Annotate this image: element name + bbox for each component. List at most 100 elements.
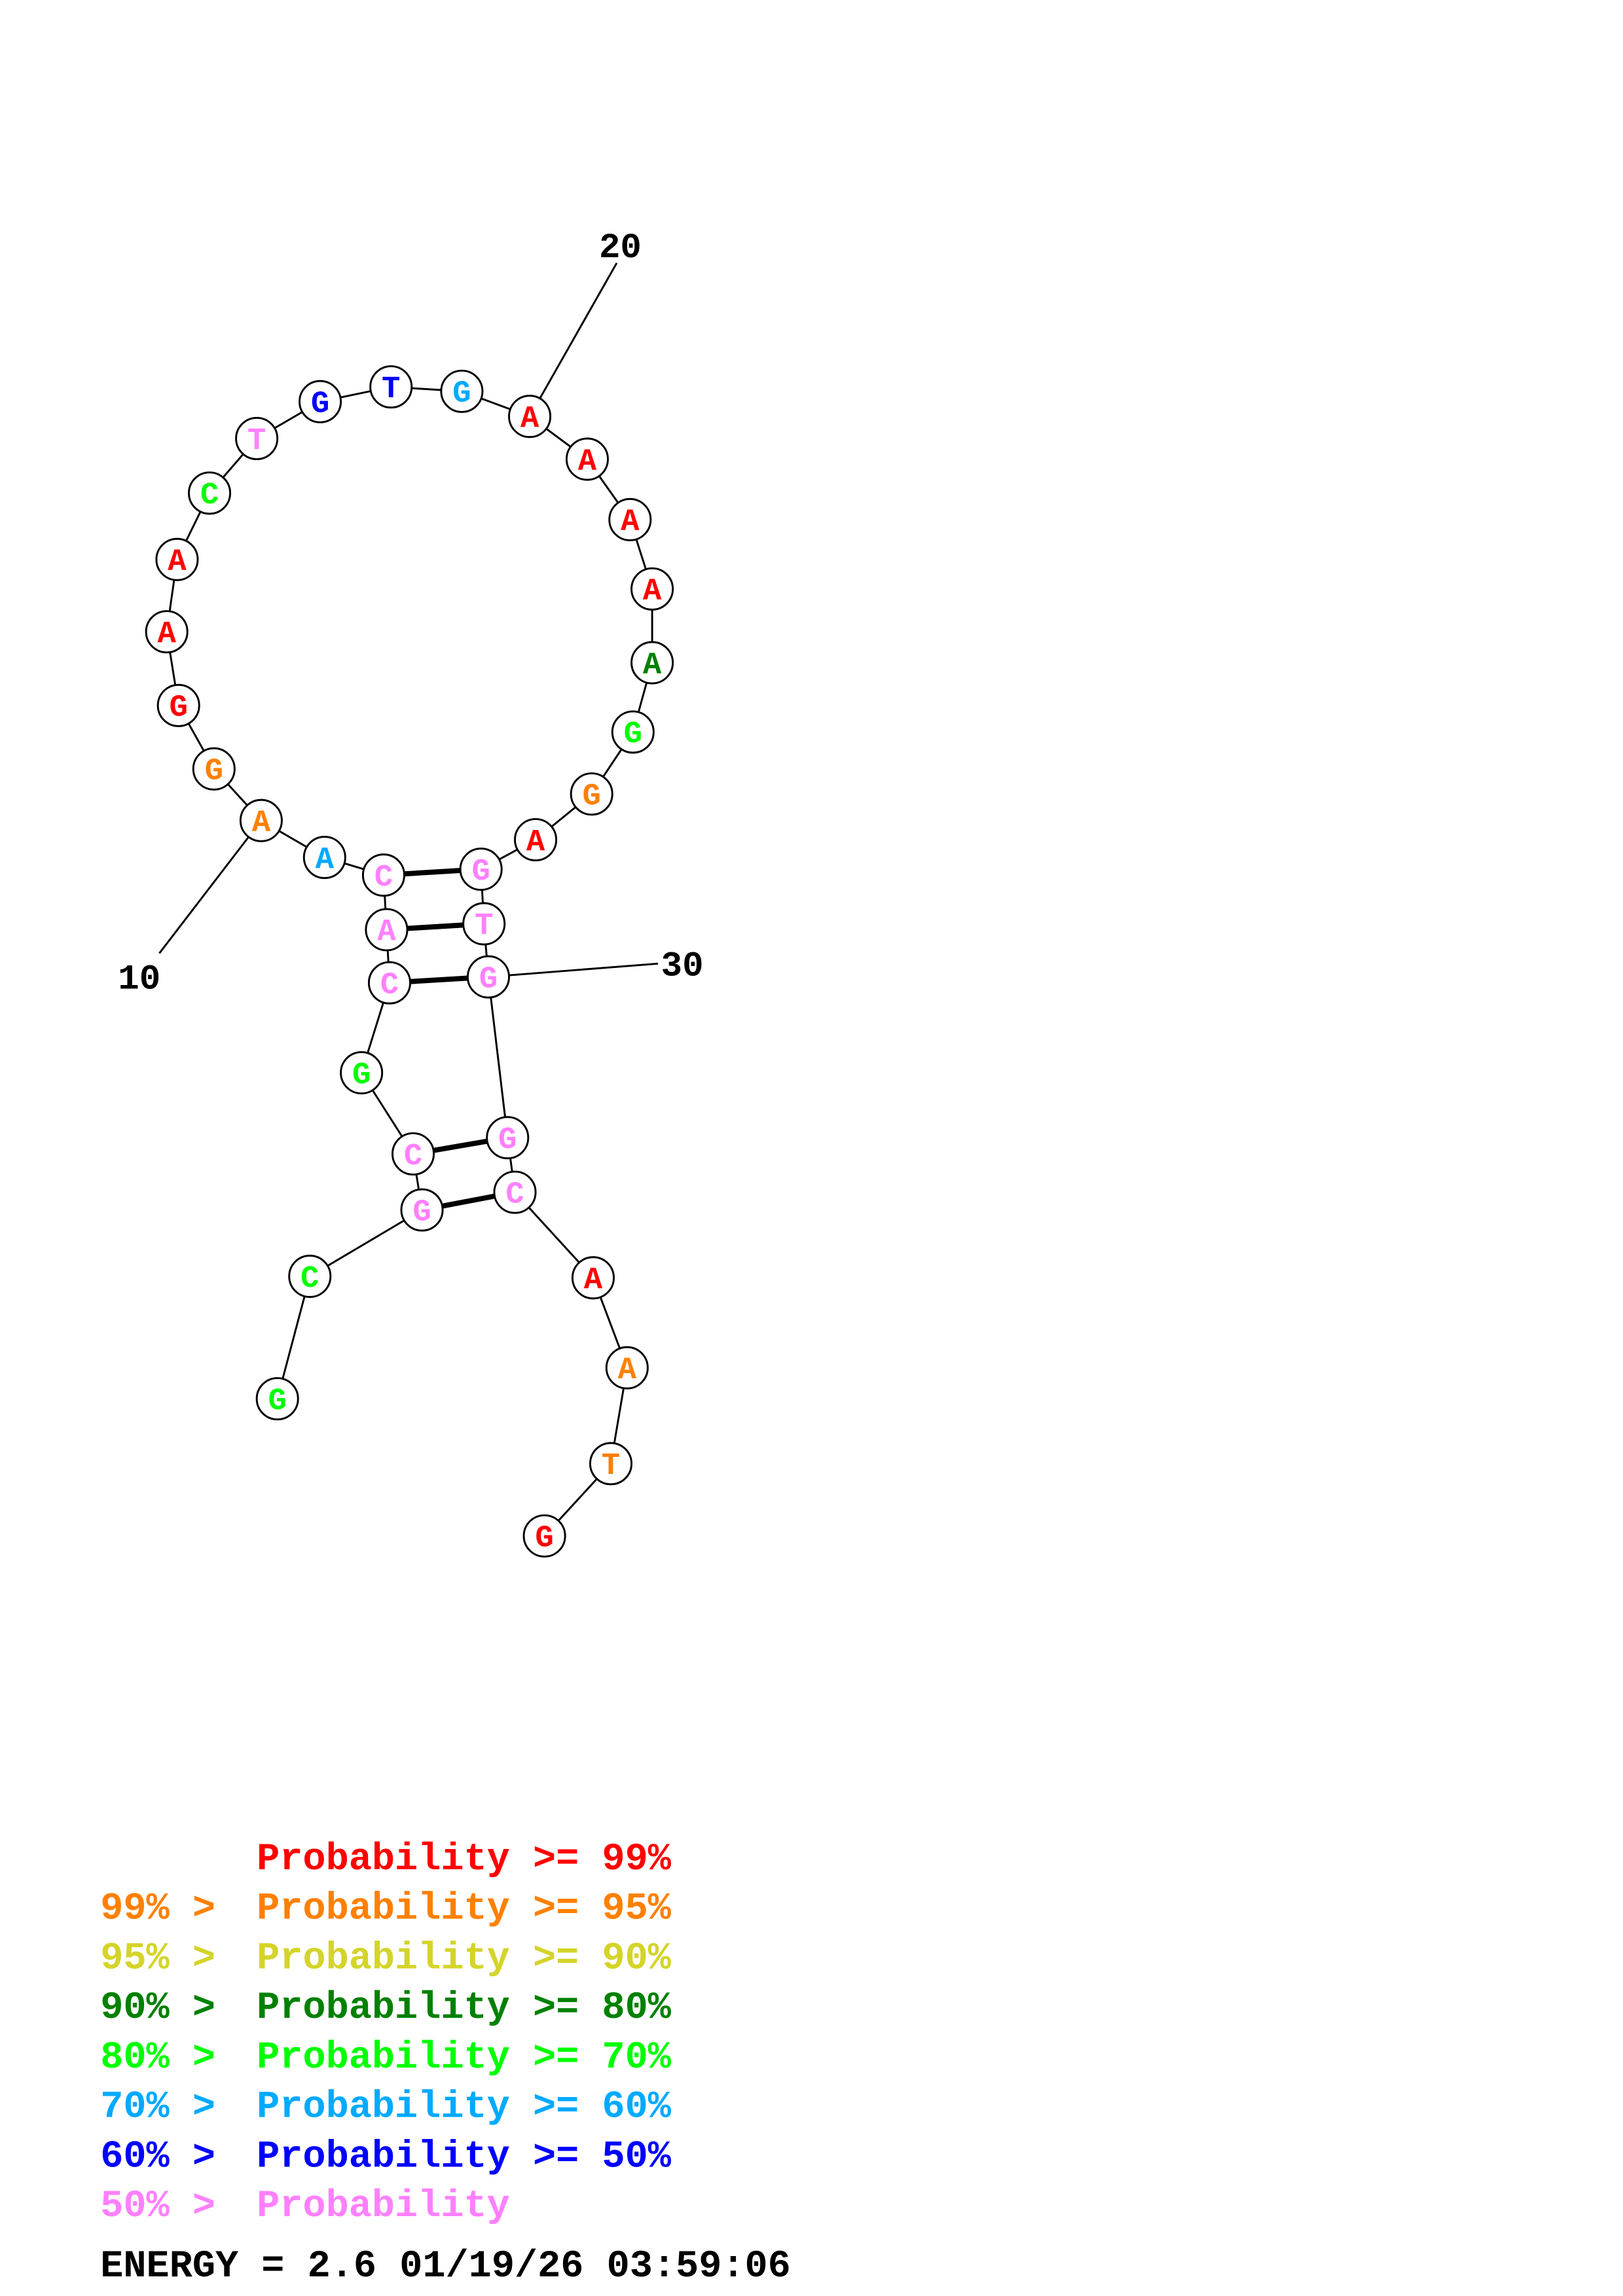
nucleotide-node: A (571, 1256, 615, 1300)
nucleotide-letter: T (602, 1449, 620, 1484)
nucleotide-node: G (611, 710, 655, 754)
position-label: 10 (118, 960, 160, 1000)
nucleotide-letter: G (311, 387, 329, 422)
nucleotide-circle (508, 395, 552, 439)
nucleotide-letter: G (498, 1123, 517, 1158)
nucleotide-circle (145, 610, 189, 654)
nucleotide-node: G (400, 1188, 444, 1232)
nucleotide-letter: T (475, 909, 493, 944)
nucleotide-circle (188, 471, 232, 515)
nucleotide-circle (570, 772, 613, 816)
legend-prefix: 99% > (100, 1887, 215, 1931)
nucleotide-node: C (367, 961, 411, 1005)
position-label: 30 (661, 946, 704, 986)
position-label-tick (158, 819, 263, 954)
nucleotide-circle (522, 1514, 566, 1558)
nucleotide-node: A (608, 497, 652, 541)
nucleotide-letter: T (382, 372, 400, 407)
nucleotide-letter: G (352, 1058, 371, 1093)
nucleotide-circle (369, 365, 413, 409)
legend-prefix: 80% > (100, 2036, 215, 2079)
nucleotide-circle (239, 798, 283, 842)
legend-prefix: 50% > (100, 2184, 215, 2228)
nucleotide-node: A (302, 836, 346, 880)
nucleotide-circle (299, 380, 342, 423)
nucleotide-circle (340, 1051, 384, 1095)
nucleotide-node: A (145, 610, 189, 654)
legend-label: Probability >= 99% (257, 1837, 672, 1881)
backbone-and-pairs (166, 386, 653, 1537)
nucleotide-node: G (466, 955, 510, 999)
nucleotide-letter: A (526, 825, 545, 860)
energy-footer: ENERGY = 2.6 01/19/26 03:59:06 (100, 2244, 791, 2288)
nucleotide-node: A (605, 1346, 649, 1390)
nucleotide-node: T (235, 416, 279, 461)
nucleotide-circle (155, 537, 199, 581)
nucleotide-circle (630, 567, 674, 611)
nucleotide-circle (235, 416, 279, 461)
nucleotide-letter: T (247, 424, 266, 459)
backbone-bond (487, 977, 509, 1138)
position-label-tick (488, 962, 659, 978)
nucleotide-circle (486, 1116, 530, 1160)
legend-label: Probability >= 90% (257, 1936, 672, 1980)
legend-prefix: 90% > (100, 1986, 215, 2030)
legend-label: Probability >= 60% (257, 2085, 672, 2129)
nucleotide-letter: G (412, 1195, 431, 1230)
nucleotide-letter: A (643, 648, 662, 683)
nucleotide-letter: G (268, 1384, 286, 1419)
nucleotide-letter: A (377, 915, 396, 950)
nucleotide-letter: G (479, 962, 498, 997)
position-label: 20 (599, 228, 642, 268)
nucleotide-circle (493, 1170, 537, 1214)
legend-label: Probability >= 80% (257, 1986, 672, 2030)
nucleotide-letter: A (643, 575, 662, 609)
nucleotide-node: C (493, 1170, 537, 1214)
nucleotide-node: A (508, 395, 552, 439)
nucleotide-node: G (192, 747, 236, 791)
probability-legend: Probability >= 99% 99% > Probability >= 95… (100, 1837, 671, 2228)
nucleotide-circle (459, 848, 503, 891)
nucleotide-node: G (522, 1514, 566, 1558)
nucleotide-circle (571, 1256, 615, 1300)
nucleotide-circle (589, 1442, 633, 1486)
nucleotide-circle (462, 902, 506, 946)
nucleotide-node: C (361, 853, 405, 897)
legend-label: Probability >= 95% (257, 1887, 672, 1931)
nucleotide-node: G (156, 683, 200, 727)
nucleotide-letter: C (200, 478, 219, 513)
nucleotide-letter: G (169, 691, 187, 726)
nucleotide-letter: A (578, 444, 597, 479)
nucleotide-node: A (514, 817, 558, 862)
nucleotide-letter: C (380, 968, 399, 1003)
nucleotide-node: T (462, 902, 506, 946)
nucleotide-letter: A (252, 806, 271, 840)
nucleotide-circle (605, 1346, 649, 1390)
nucleotide-circle (365, 908, 409, 952)
nucleotide-letter: C (505, 1177, 524, 1212)
nucleotide-circle (255, 1377, 299, 1421)
nucleotide-node: C (392, 1132, 435, 1176)
nucleotide-circle (288, 1255, 332, 1299)
nucleotide-circle (361, 853, 405, 897)
nucleotide-node: G (255, 1377, 299, 1421)
nucleotide-circle (608, 497, 652, 541)
nucleotide-circle (367, 961, 411, 1005)
nucleotide-letter: A (316, 843, 335, 878)
nucleotide-node: A (630, 641, 674, 685)
legend-label: Probability >= 50% (257, 2134, 672, 2178)
nucleotide-node: G (486, 1116, 530, 1160)
nucleotide-node: G (299, 380, 342, 423)
nucleotide-circle (630, 641, 674, 685)
nucleotide-node: C (188, 471, 232, 515)
nucleotide-letter: G (583, 780, 601, 814)
nucleotide-letter: A (618, 1354, 637, 1388)
nucleotide-circle (611, 710, 655, 754)
nucleotide-letter: C (404, 1139, 422, 1174)
legend-prefix: 95% > (100, 1936, 215, 1980)
nucleotide-letter: G (624, 717, 642, 752)
nucleotide-node: A (565, 437, 609, 481)
legend-prefix: 60% > (100, 2134, 215, 2178)
nucleotide-node: A (155, 537, 199, 581)
